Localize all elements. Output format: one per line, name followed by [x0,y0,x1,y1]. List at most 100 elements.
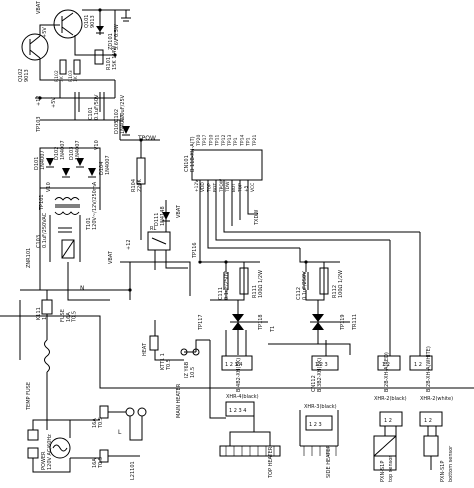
transformer-label: T101120V~/12V/250mA [86,181,98,231]
cn114-label: B 2B-XH-A(WHITE) [426,346,432,392]
cn113-pins: 1 2 [382,362,390,368]
v5v-mid-label: +5V [51,97,57,108]
r101-label: R10115K 1/4W [106,46,118,70]
heat-wiring [154,320,210,361]
d111-label: D1111N4148 [154,206,166,226]
cn-left-label: IZ Y6B10.5 [184,361,196,378]
resistor-r103 [73,59,81,75]
tp117-label: TP117 [198,314,204,331]
cn101-label: CN101B 11B-XH-A(T) [184,136,196,172]
connector-feeds [225,232,421,356]
fuse-label: FUSE16AT0.5 [60,309,78,323]
capacitor-c103 [58,227,72,233]
cn113-label: B 2B-XH-A(RED) [384,352,390,392]
r103-label: R1031K [68,70,79,82]
d105-label: D1051N4007 [114,114,126,134]
cn101-testpoint-label: TP13 [227,135,233,147]
q101-label: Q1019013 [84,15,96,28]
pcb-boundary [0,315,474,389]
cn101-testpoint-label: TP21 [252,135,258,147]
mains-wiring-left [19,290,48,360]
znr101-label: ZNR101 [26,248,32,268]
cn101-pin-label: VDD [200,182,206,192]
mid-rail [35,80,121,140]
connector-cn112 [311,355,339,371]
fuse-terminal-pair [27,429,39,459]
v5v-top-label: +5V [42,27,48,38]
side-heater-wiring [299,410,339,447]
top-rail [39,9,130,81]
top-heater-label: TOP HEATER [268,446,274,479]
cn101-pin-label: TDW [225,181,231,193]
cn101-pin-label: TPOW [219,178,225,193]
ktt-label: KTT1 1T0.5 [160,353,172,371]
l-label: L [118,429,122,436]
side-heater-label: SIDE HEATER [326,445,332,478]
connector-cn113 [377,355,401,371]
top-sensor-pins: 1 2 [384,418,392,424]
diode-d105 [122,126,130,134]
vbat-label: VBAT [36,0,42,14]
mains-wiring-bottom [32,372,71,473]
fuse2-label: 16AT0.5 [92,417,104,429]
v12-label: +12 [36,95,42,106]
relay-k111 [41,299,53,315]
main-heater-label: MAIN HEATER [176,383,182,418]
cn101-pin-label: BOT [231,183,237,192]
pxn-s1p-label-1: PXN-S1P [380,461,386,482]
cn101-testpoint-label: TP14 [239,135,245,147]
triac2-wiring [268,248,351,355]
c111-label: C1110.1uF/250V [218,271,230,300]
top-sensor-wiring [373,426,397,471]
cn111-label: B 4B2-XH(BK) [236,358,242,392]
power-label: POWER120V AC/60Hz [41,434,53,470]
cn112-label: CN112B 3B2-XH(BK) [311,358,323,392]
side-heater-conn-label: XHR-3(black) [304,404,337,410]
r111-label: R111100Ω 1/2W [252,270,264,298]
cn101-testpoint-label: TP12 [221,135,227,147]
cn101-testpoint-label: TP17 [202,135,208,147]
side-heater-pins: 1 2 3 [309,422,322,428]
junction-dots [38,8,308,292]
main-heater-terminals [125,407,147,417]
heat-terminal [149,335,159,351]
main-heater-element [129,416,143,441]
connector-cn111 [221,355,253,371]
v12b-label: +12 [126,239,132,250]
c101-label: C1010.1uF/50V [88,94,100,120]
cn101-testpoint-label: TP10 [208,135,214,147]
side-heater-connector [305,415,333,431]
cn111-pins: 1 2 3 4 [225,362,243,368]
r112-label: R112100Ω 1/2W [332,270,344,298]
varistor-znr101 [61,239,75,259]
vbat-label-3: VBAT [108,250,114,264]
v10-label-2: V10 [94,140,100,150]
v10-label-1: V10 [46,182,52,192]
relay-wiring [120,200,191,296]
d101-label: D1011N4007 [34,150,46,170]
r104-label: R104220K [131,178,143,192]
tp119-label: TP119 [340,314,346,331]
cn101-testpoint-label: TP1 [246,137,252,147]
fuse-terminals-right [99,405,109,463]
xhr2-white-label: XHR-2(white) [420,396,453,402]
cn101-testpoint-label: TP20 [196,135,202,147]
fuse2-wiring [70,411,140,459]
capacitor-c111 [223,272,229,290]
connector-cn101 [191,149,263,181]
diode-bridge [39,147,101,189]
tr111-label: TR111 [352,314,358,331]
capacitor-c102 [99,92,105,112]
tp116-label: TP116 [192,242,198,259]
top-sensor-connector [379,411,403,427]
cn101-testpoint-label: TP11 [215,135,221,147]
top-heater-pins: 1 2 3 4 [229,408,247,414]
tempfuse-label: TEMP FUSE [26,382,32,411]
l21101-label: L21101 [130,461,136,480]
bottom-sensor-wiring [427,426,437,470]
connector-cn114 [409,355,433,371]
tpow-label: TPOW [137,135,156,142]
capacitor-c112 [303,272,309,290]
